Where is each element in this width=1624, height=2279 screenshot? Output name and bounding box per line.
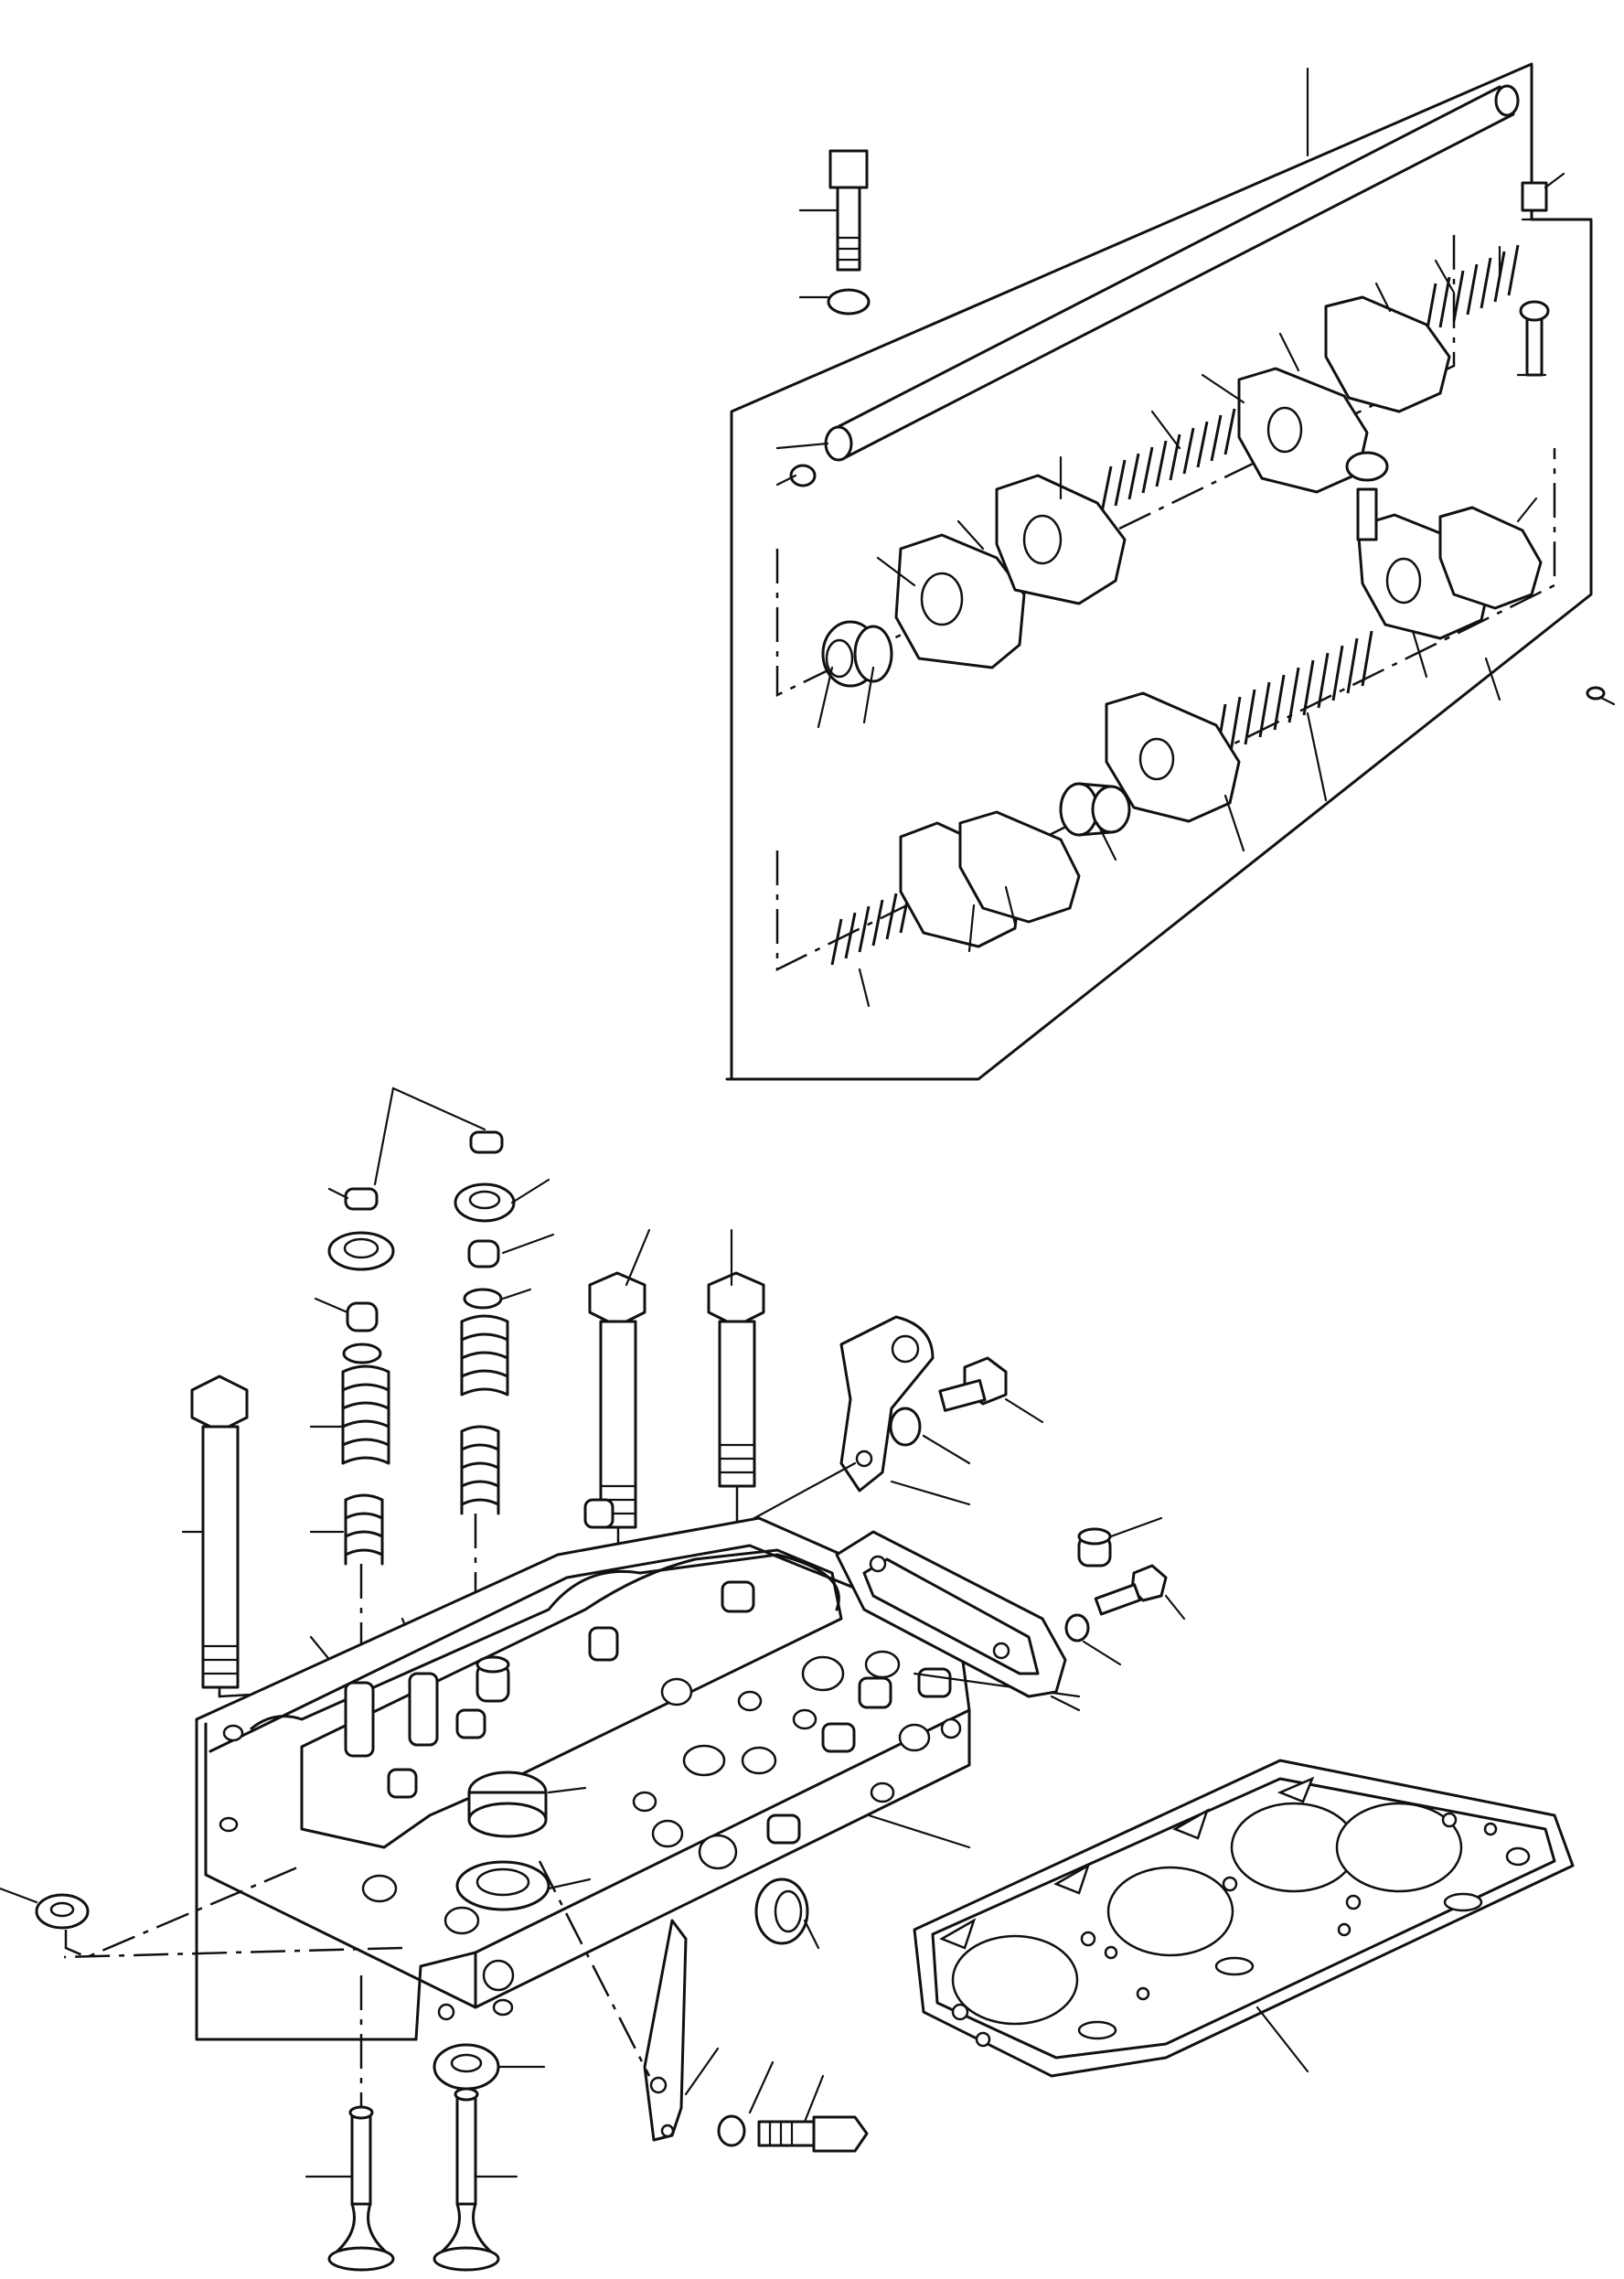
intake-valve [304,2105,395,2272]
rocker-bushing [1059,782,1131,837]
rocker-assembly-frame [725,62,1593,1081]
head-valve-tube-left [344,1681,375,1758]
stem-seal-right [467,1239,500,1268]
lifting-bracket-lower [643,1919,720,2142]
cylinder-head-gasket [913,1759,1575,2078]
lifting-bracket-upper [753,1315,935,1520]
valve-seat-washer-left [0,1864,303,1959]
oil-filler-seal [455,1860,550,1911]
outer-valve-spring-left [341,1364,390,1465]
rocker-callout-leaders [775,67,1616,1008]
spring-retainer-right [454,1182,516,1223]
rocker-spring-lower [1214,630,1373,760]
rocker-spring-center [1100,408,1236,513]
head-bolt-center-left [561,1228,651,1692]
rocker-arm-6 [1438,506,1543,610]
cover-bolt [1094,1564,1186,1621]
adjusting-screw-center [1345,451,1389,541]
shaft-plug [789,464,817,487]
head-bolt-long-left [181,1375,303,1698]
cover-washer [1064,1613,1122,1666]
bolt-washer [827,288,871,316]
rocker-bracket-bolt [828,149,869,272]
rocker-arm-assembly-group [725,62,1616,1081]
gasket-bore-1 [951,1934,1079,2026]
bracket-washer-upper [889,1407,971,1465]
head-valve-tube-right [408,1672,439,1747]
outer-valve-spring-right [460,1314,509,1396]
bracket-bolt-upper [938,1356,1044,1424]
gasket-bore-4 [1335,1802,1463,1893]
cover-plug [1077,1516,1163,1567]
thermostat-seal-ring [754,1878,820,1950]
spring-retainer-left [327,1231,395,1271]
shaft-end-washer [853,625,893,683]
cylinder-head [195,1498,1081,2041]
rocker-inner-frame-upper [775,229,1456,697]
stem-seal-left [346,1301,379,1332]
adjusting-screw-right [1519,181,1550,377]
exhaust-valve [433,2087,518,2272]
valve-cotter-left [344,1187,379,1211]
inner-valve-spring-left [344,1493,384,1566]
inner-valve-spring-right [460,1425,500,1515]
intake-manifold-gasket [835,1530,1081,1712]
bracket-bolt-lower [757,2074,869,2153]
bracket-washer-lower [717,2060,775,2147]
valve-seat-washer-center [359,1975,546,2113]
rocker-shaft [824,84,1520,462]
rocker-spring-right [1425,244,1520,335]
head-bolt-center-right [707,1228,765,1564]
rocker-arm-4 [1324,295,1451,413]
rocker-spring-bottom-left [830,886,912,966]
valve-cotter-right [469,1130,504,1154]
oil-filler-cap [467,1771,548,1838]
gasket-bore-2 [1106,1866,1234,1957]
rocker-arm-9 [958,810,1081,924]
